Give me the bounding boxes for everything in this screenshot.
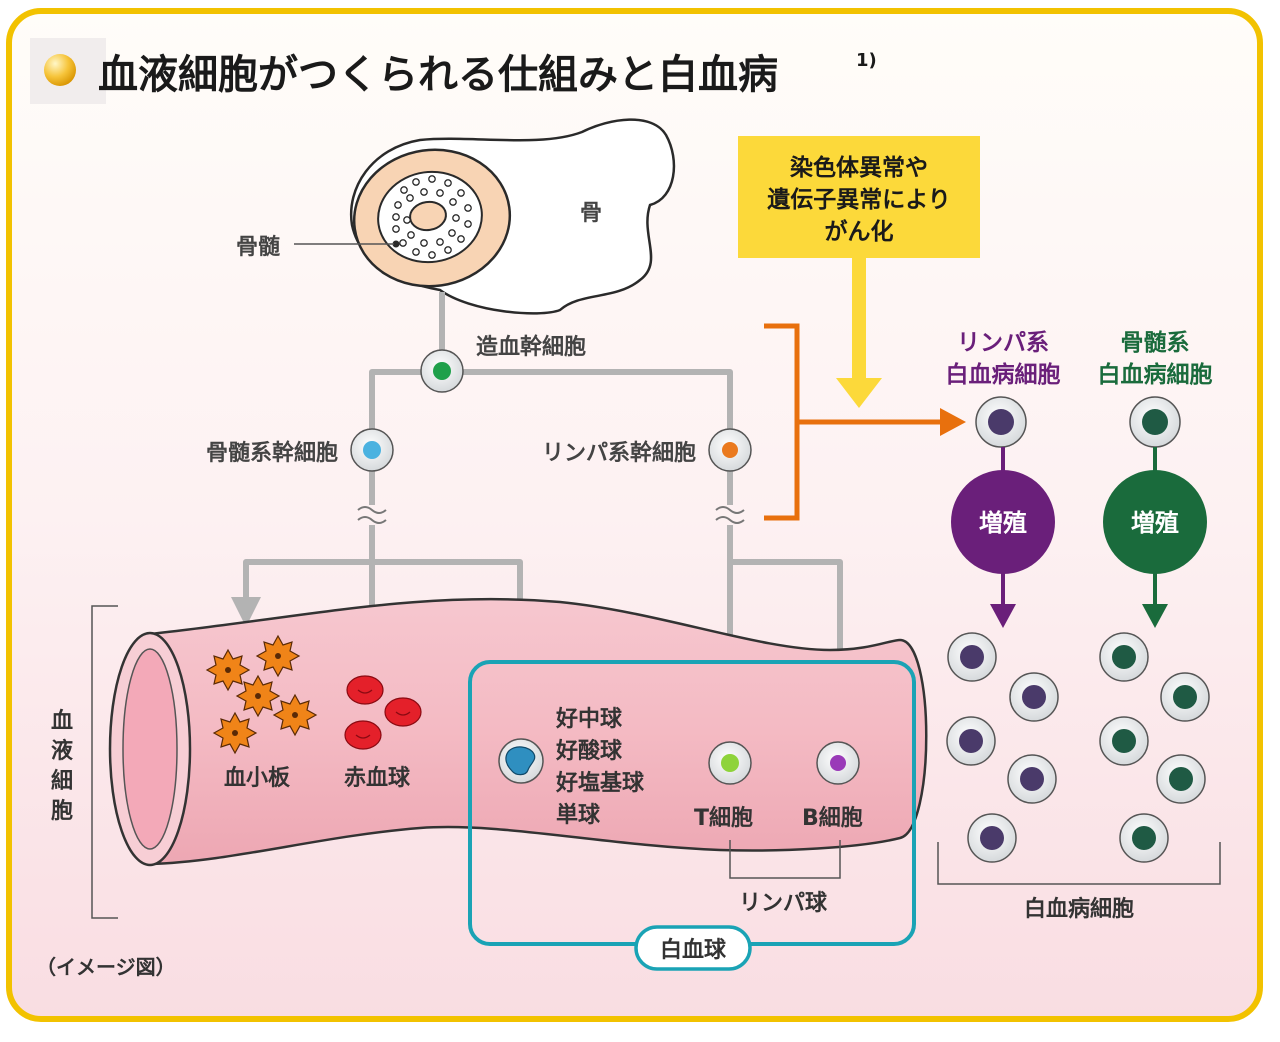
blood-cells-label-4: 胞 <box>51 798 73 824</box>
b-cell <box>816 741 860 785</box>
break-marks <box>357 506 745 524</box>
myeloid-leukemia-title-2: 白血病細胞 <box>1098 361 1213 388</box>
wbc-label-pill <box>634 925 752 971</box>
hsc-label: 造血幹細胞 <box>476 334 586 360</box>
lymphoid-leukemia-title-2: 白血病細胞 <box>946 361 1061 388</box>
lymphoid-proliferation-label: 増殖 <box>979 509 1027 537</box>
cause-line-2: 遺伝子異常により <box>767 187 951 213</box>
lymphoid-leukemia-cell <box>975 396 1027 448</box>
marrow-label: 骨髄 <box>236 234 280 260</box>
myeloid-proliferation-badge <box>1103 470 1207 574</box>
lymphoid-proliferation-arrow-icon <box>990 604 1016 628</box>
t-cell-label: T細胞 <box>694 805 753 831</box>
myeloid-stem-label: 骨髄系幹細胞 <box>206 440 338 466</box>
title-bullet-icon <box>44 54 76 86</box>
granulocyte-label-2: 好酸球 <box>555 738 623 764</box>
bone-label: 骨 <box>580 201 602 226</box>
myeloid-leukemia-cluster <box>1099 632 1210 863</box>
cause-line-3: がん化 <box>825 218 894 245</box>
granulocyte-cell <box>498 738 544 784</box>
lymphoid-stem-label: リンパ系幹細胞 <box>542 440 696 466</box>
t-cell <box>708 741 752 785</box>
image-note: （イメージ図） <box>36 955 176 979</box>
rbc-label: 赤血球 <box>344 765 411 791</box>
myeloid-leukemia-title-1: 骨髄系 <box>1121 329 1190 356</box>
cause-box <box>738 136 980 258</box>
myeloid-proliferation-arrow-icon <box>1142 604 1168 628</box>
granulocyte-label-4: 単球 <box>556 802 601 828</box>
platelets-label: 血小板 <box>224 765 291 791</box>
myeloid-proliferation-label: 増殖 <box>1131 509 1179 537</box>
leukemia-cells-bracket <box>937 842 1221 885</box>
lymphoid-leukemia-title-1: リンパ系 <box>957 330 1049 356</box>
lymphoid-leukemia-cluster <box>946 632 1059 863</box>
blood-cells-bracket <box>91 605 118 919</box>
blood-cells-label-3: 細 <box>51 768 73 794</box>
lymphocyte-bracket <box>729 840 841 879</box>
leukemia-cells-label: 白血病細胞 <box>1024 896 1134 922</box>
title-reference: 1) <box>856 50 877 71</box>
orange-transform-arrow <box>764 323 944 521</box>
b-cell-label: B細胞 <box>802 805 863 831</box>
red-blood-cells <box>344 675 422 750</box>
blood-cells-label-1: 血 <box>51 708 73 734</box>
blood-cells-label-2: 液 <box>51 738 73 764</box>
wbc-label: 白血球 <box>660 937 727 963</box>
lymphocyte-label: リンパ球 <box>739 891 828 916</box>
hematopoietic-stem-cell <box>420 349 464 393</box>
page-title: 血液細胞がつくられる仕組みと白血病 <box>98 52 778 98</box>
granulocyte-label-1: 好中球 <box>555 706 623 732</box>
granulocyte-label-3: 好塩基球 <box>555 770 645 796</box>
myeloid-stem-cell <box>350 428 394 472</box>
orange-arrowhead-icon <box>940 408 966 436</box>
lymphoid-proliferation-badge <box>951 470 1055 574</box>
cause-line-1: 染色体異常や <box>790 154 928 181</box>
cause-arrow-icon <box>836 258 882 408</box>
myeloid-leukemia-cell <box>1129 396 1181 448</box>
bone-illustration <box>349 118 676 315</box>
blood-vessel <box>108 597 928 867</box>
lymphoid-stem-cell <box>708 428 752 472</box>
